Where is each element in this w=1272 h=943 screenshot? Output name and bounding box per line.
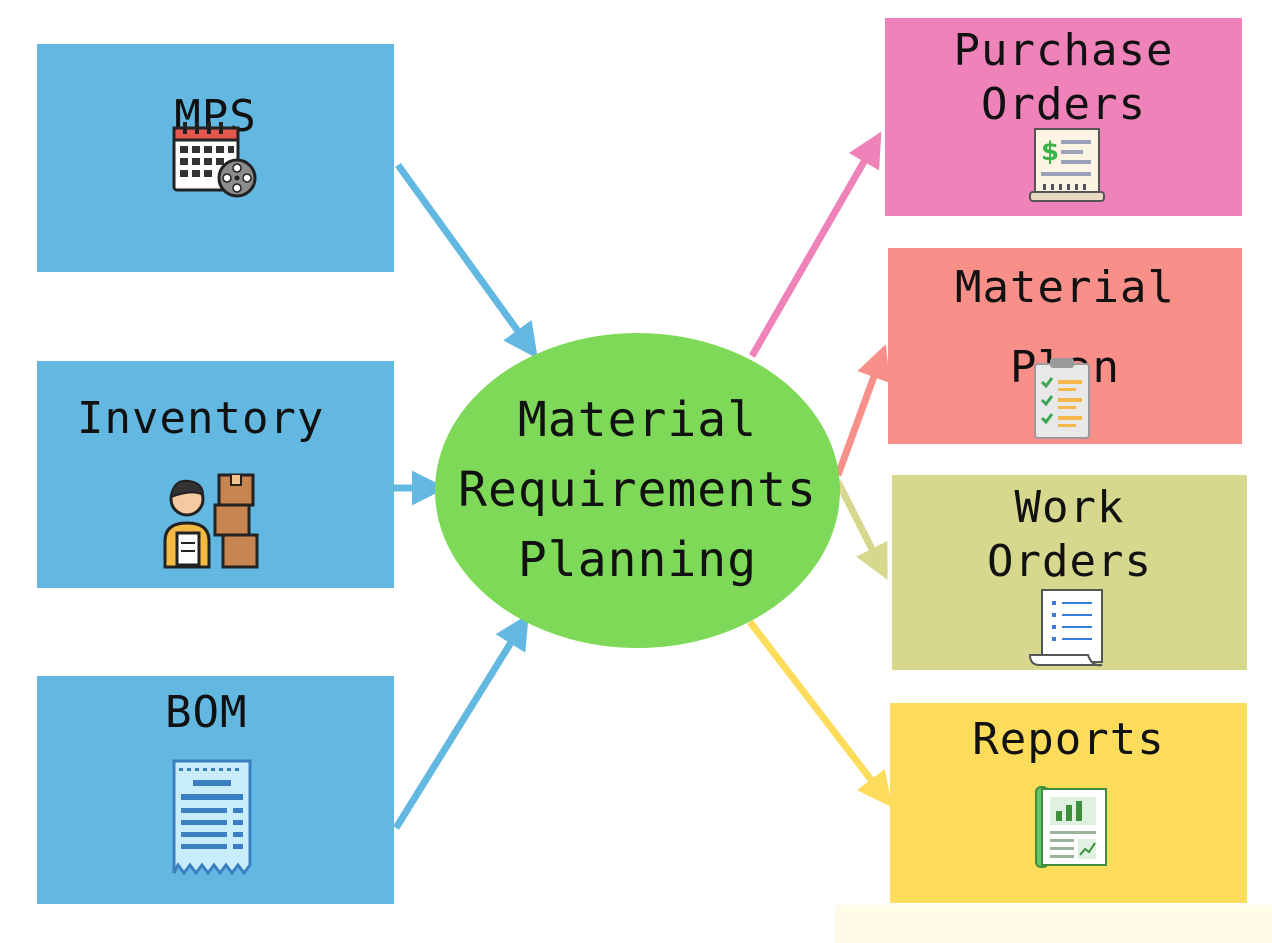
document-list-icon — [172, 759, 252, 876]
work-orders-label: Work Orders — [987, 482, 1152, 587]
report-chart-icon — [1035, 786, 1107, 868]
arrow-mps-to-center — [395, 162, 538, 359]
output-box-purchase-orders: Purchase Orders $ — [885, 18, 1242, 216]
bom-label: BOM — [165, 687, 248, 738]
center-label: Material Requirements Planning — [458, 392, 817, 588]
output-box-reports: Reports — [890, 703, 1247, 903]
scroll-list-icon — [1028, 589, 1103, 667]
reports-label: Reports — [972, 714, 1165, 765]
warehouse-worker-icon — [163, 473, 259, 569]
checklist-clipboard-icon — [1034, 358, 1090, 439]
center-ellipse-mrp: Material Requirements Planning — [435, 333, 840, 648]
material-plan-label: Material Plan — [955, 262, 1175, 393]
arrow-center-to-reports — [747, 619, 893, 808]
bottom-glow — [835, 905, 1272, 943]
arrow-center-to-purchase-orders — [748, 131, 882, 358]
inventory-label: Inventory — [77, 393, 325, 444]
svg-text:$: $ — [1041, 137, 1059, 167]
input-box-inventory: Inventory — [37, 361, 394, 588]
arrow-bom-to-center — [393, 613, 529, 830]
invoice-icon: $ — [1029, 128, 1105, 202]
purchase-orders-label: Purchase Orders — [953, 25, 1174, 130]
calendar-film-icon — [172, 122, 257, 198]
input-box-bom: BOM — [37, 676, 394, 904]
arrow-center-to-work-orders — [834, 480, 888, 580]
arrow-center-to-material-plan — [834, 344, 891, 477]
output-box-material-plan: Material Plan — [888, 248, 1242, 444]
output-box-work-orders: Work Orders — [892, 475, 1247, 670]
input-box-mps: MPS — [37, 44, 394, 272]
